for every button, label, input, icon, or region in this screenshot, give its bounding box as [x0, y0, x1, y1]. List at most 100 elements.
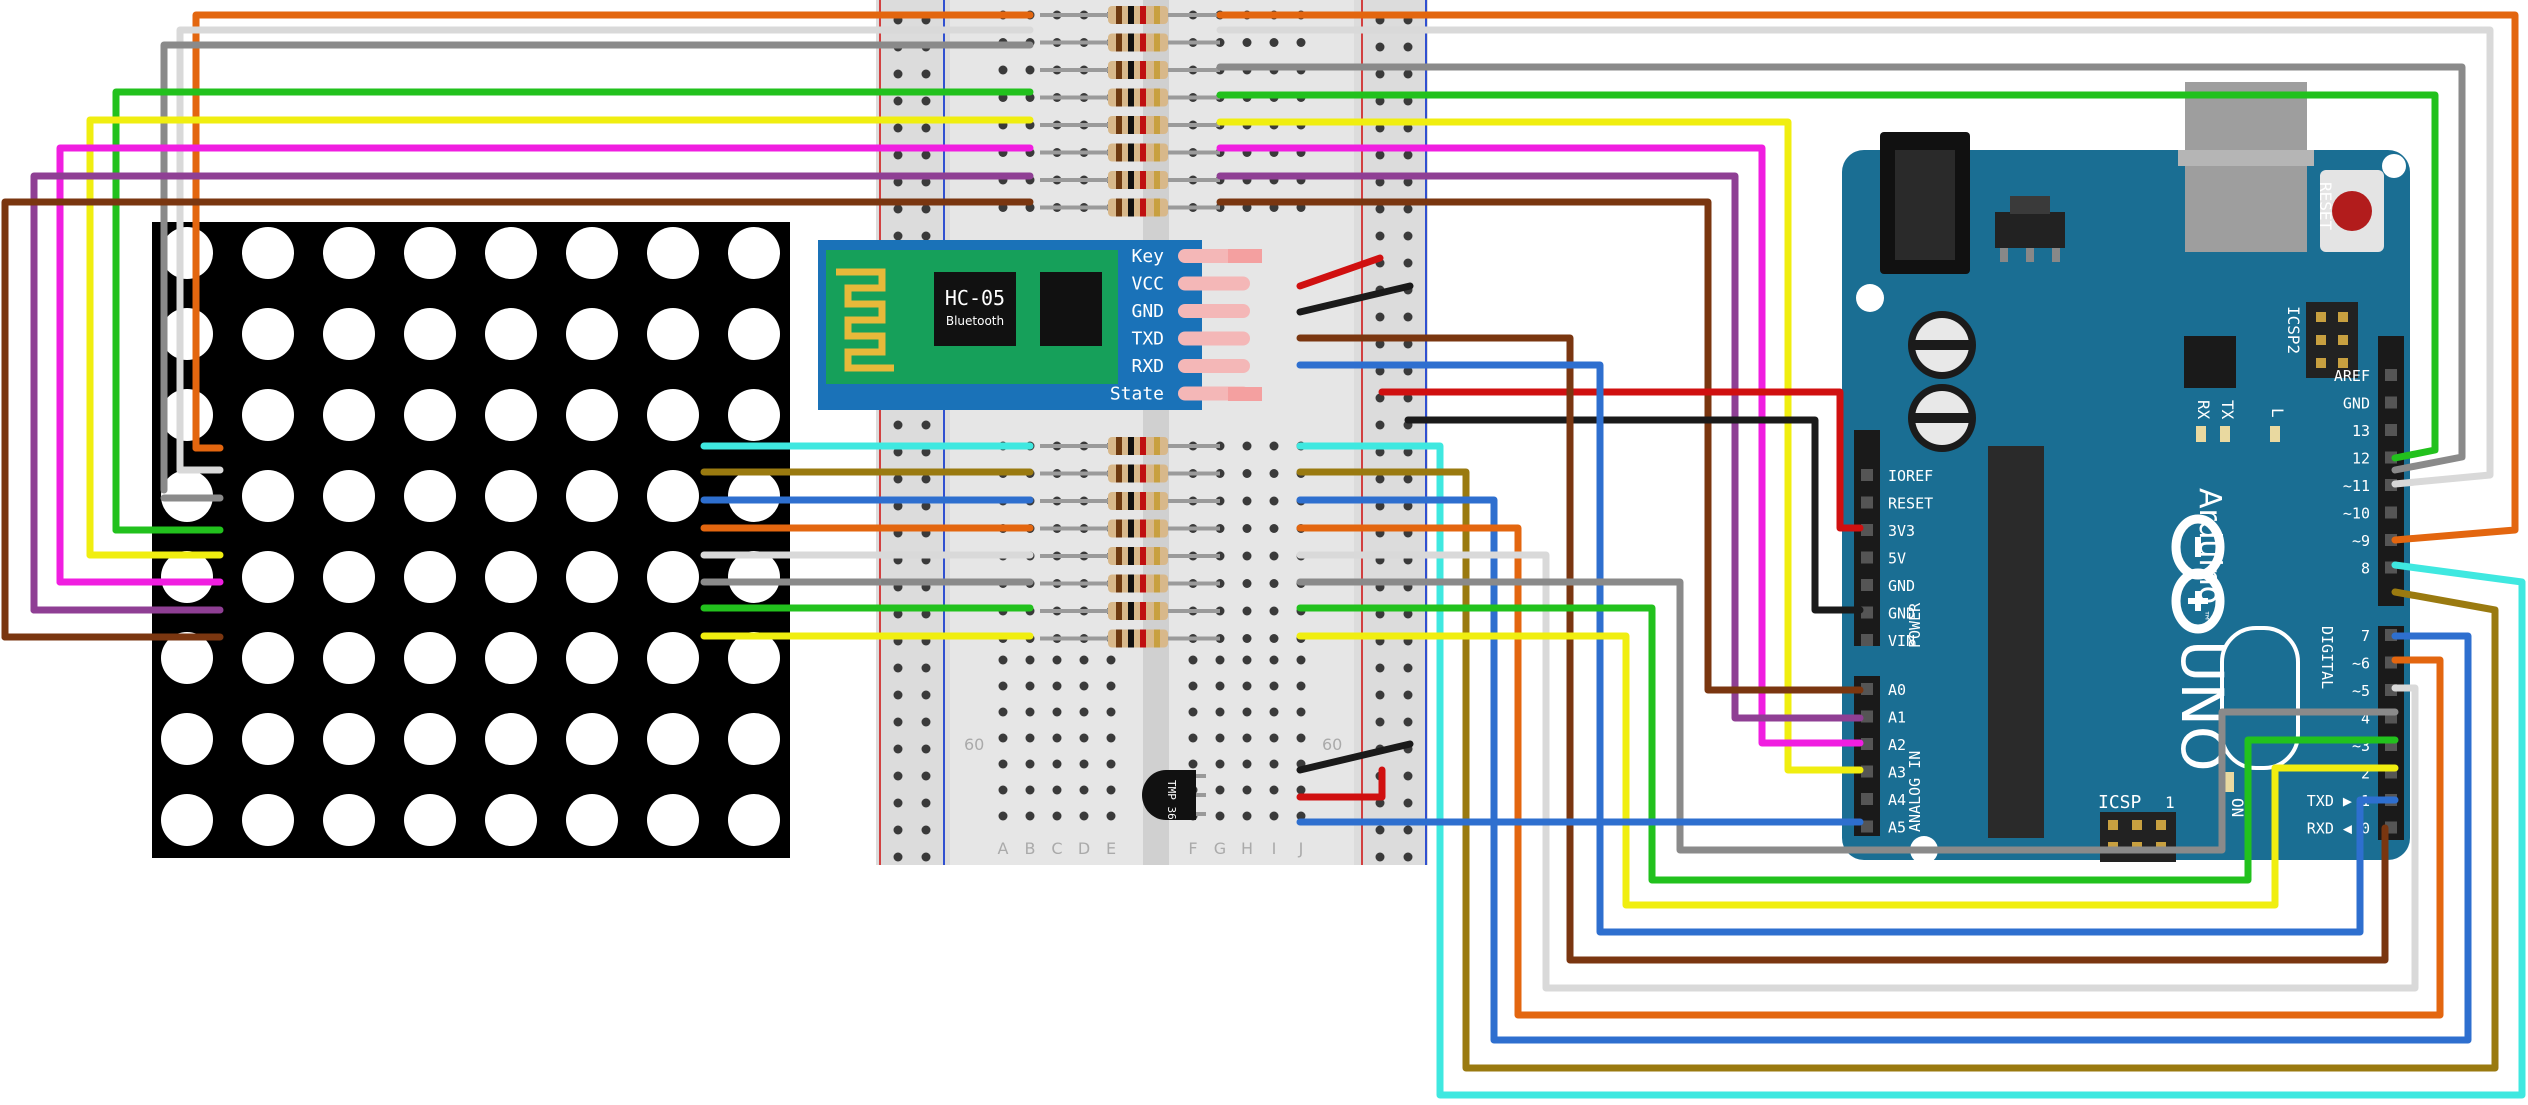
resistor-band: [1128, 33, 1134, 52]
breadboard-hole: [1079, 707, 1089, 717]
rail-hole: [921, 663, 931, 673]
arduino-pin-label: IOREF: [1888, 467, 1933, 485]
breadboard-hole: [1269, 469, 1279, 478]
bt-chip-sublabel: Bluetooth: [946, 314, 1004, 328]
rail-hole: [921, 447, 931, 457]
led-dot: [323, 389, 375, 441]
breadboard-hole: [1052, 759, 1062, 769]
resistor-band: [1116, 143, 1122, 162]
breadboard-hole: [998, 811, 1008, 821]
rail-hole: [921, 231, 931, 241]
led-dot: [242, 470, 294, 522]
rail-hole: [1375, 825, 1385, 835]
rail-hole: [1403, 609, 1413, 619]
breadboard-column-letters: A B C D E F G H I J: [998, 839, 1304, 858]
breadboard-hole: [1269, 524, 1279, 533]
arduino-pin: [1861, 551, 1873, 564]
rail-hole: [1403, 177, 1413, 187]
resistor-band: [1128, 519, 1134, 538]
breadboard-hole: [1242, 655, 1252, 665]
resistor-band: [1128, 492, 1134, 510]
led-dot: [323, 794, 375, 846]
wire: [1216, 11, 2519, 544]
wire: [1216, 198, 1864, 694]
breadboard-hole: [1242, 551, 1252, 561]
bt-pin-label: RXD: [1131, 356, 1164, 377]
rail-hole: [1375, 501, 1385, 511]
wire: [1378, 388, 1864, 532]
arduino-pin-label: 4: [2361, 710, 2370, 728]
breadboard-hole: [1242, 496, 1252, 506]
breadboard-hole: [1025, 655, 1035, 665]
breadboard-hole: [1052, 655, 1062, 665]
rail-hole: [893, 123, 903, 133]
led-dot: [566, 632, 618, 684]
breadboard-hole: [1269, 785, 1279, 795]
rail-hole: [1403, 258, 1413, 268]
arduino-pin: [1861, 793, 1873, 805]
led-dot: [485, 389, 537, 441]
col-letter-f: F: [1188, 839, 1197, 858]
resistor-band: [1116, 602, 1122, 620]
breadboard-hole: [998, 65, 1008, 75]
led-dot: [323, 227, 375, 279]
resistor-body: [1108, 519, 1168, 538]
rail-hole: [1403, 798, 1413, 808]
arduino-pin-label: ~11: [2343, 477, 2370, 495]
resistor-band: [1154, 61, 1160, 79]
rail-hole: [1403, 231, 1413, 241]
rail-hole: [893, 798, 903, 808]
wire: [1296, 524, 2444, 1019]
rx-led-label: RX: [2194, 400, 2213, 420]
led-dot: [566, 308, 618, 360]
power-header-label: POWER: [1906, 602, 1924, 648]
arduino-pin: [1861, 820, 1873, 833]
tx-led-label: TX: [2218, 400, 2237, 420]
led-dot: [647, 713, 699, 765]
resistor-band: [1140, 629, 1146, 648]
led-dot: [566, 794, 618, 846]
breadboard-hole: [1242, 759, 1252, 769]
rail-hole: [921, 474, 931, 484]
resistor-band: [1140, 143, 1146, 162]
rail-hole: [893, 231, 903, 241]
rail-hole: [921, 96, 931, 106]
led-dot: [728, 470, 780, 522]
resistor-body: [1108, 6, 1168, 24]
breadboard-hole: [1242, 681, 1252, 691]
arduino-pin: [2385, 396, 2397, 409]
resistor-band: [1128, 547, 1134, 565]
arduino-pin: [2385, 506, 2397, 519]
arduino-pin-label: 5V: [1888, 550, 1906, 568]
arduino-pin-label: 7: [2361, 627, 2370, 645]
breadboard-hole: [1269, 655, 1279, 665]
led-dot: [323, 551, 375, 603]
wire: [1216, 172, 1864, 722]
rail-hole: [1403, 447, 1413, 457]
arduino-pin: [1861, 738, 1873, 750]
bt-pin-resistor: [1228, 249, 1262, 263]
led-dot: [485, 632, 537, 684]
led-dot: [242, 632, 294, 684]
led-dot: [242, 227, 294, 279]
led-dot: [242, 794, 294, 846]
led-dot: [323, 308, 375, 360]
bt-pin-label: Key: [1131, 246, 1164, 267]
rail-hole: [1403, 339, 1413, 349]
rail-hole: [1375, 447, 1385, 457]
breadboard-hole: [1269, 441, 1279, 451]
breadboard-hole: [1025, 785, 1035, 795]
rail-hole: [893, 744, 903, 754]
resistor-band: [1116, 198, 1122, 217]
led-dot: [566, 713, 618, 765]
wire: [86, 116, 1034, 559]
atmega-chip: [1988, 446, 2044, 838]
arduino-pin: [1861, 524, 1873, 536]
rail-hole: [1403, 123, 1413, 133]
rail-hole: [921, 744, 931, 754]
row-marker-left: 60: [964, 735, 984, 754]
resistor-band: [1116, 6, 1122, 24]
rail-hole: [1403, 663, 1413, 673]
breadboard-hole: [1296, 811, 1306, 821]
resistor-band: [1140, 88, 1146, 107]
